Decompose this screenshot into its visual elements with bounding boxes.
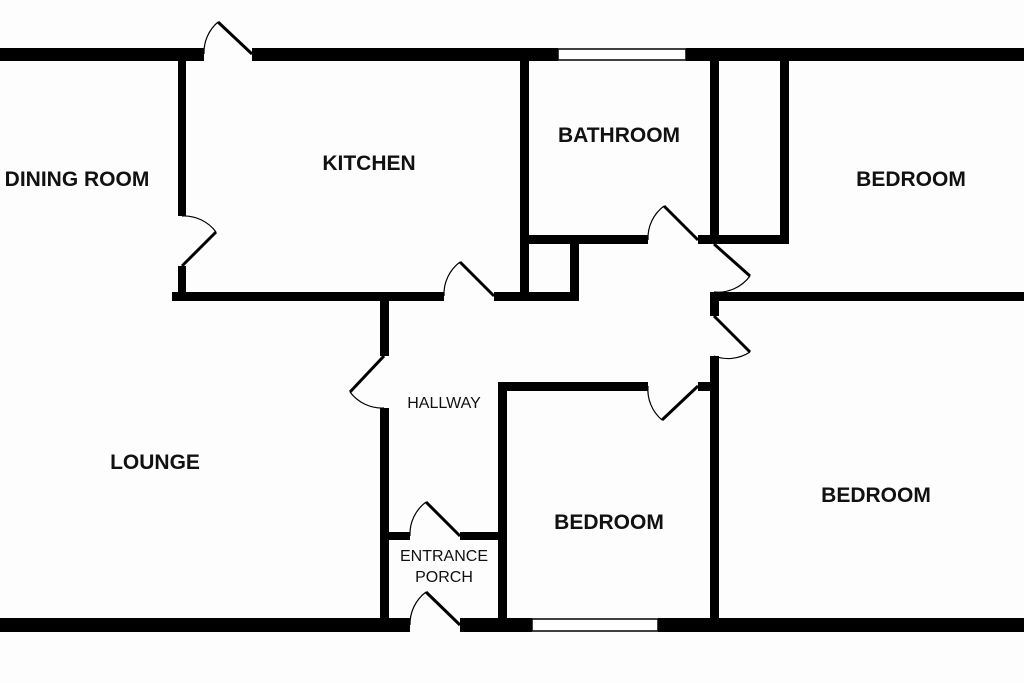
wall-dining-kitchen-upper — [178, 48, 186, 216]
wall-top-right — [686, 48, 1024, 61]
wall-cupboard-right — [570, 235, 579, 301]
wall-bottom-right — [658, 618, 1024, 632]
wall-kitchen-bottom — [172, 292, 444, 301]
wall-bedroom-mid-left — [498, 382, 507, 622]
wall-wardrobe-right — [780, 48, 789, 244]
wall-bottom-left — [0, 618, 410, 632]
wall-bathroom-bottom — [520, 235, 648, 244]
wall-hallway-left-lower — [380, 408, 389, 622]
wall-bedroom-mid-top-right — [698, 382, 718, 391]
window-bathroom — [557, 48, 687, 61]
door-porch-inner — [409, 500, 462, 538]
door-dining-kitchen — [180, 215, 218, 268]
wall-bedroom-mid-top — [498, 382, 648, 391]
label-bathroom: BATHROOM — [558, 124, 680, 147]
label-porch: PORCH — [415, 569, 473, 586]
wall-kitchen-bathroom — [520, 48, 529, 298]
wall-bedroom-divider — [710, 292, 1024, 301]
wall-hallway-left-upper — [380, 298, 389, 356]
wall-porch-top-right — [460, 532, 504, 540]
wall-bedroom-mid-right — [710, 356, 719, 622]
door-bedroom-bottom-right — [712, 314, 752, 360]
door-kitchen-hall — [443, 260, 496, 298]
door-bathroom — [647, 204, 700, 242]
window-bedroom — [531, 618, 659, 632]
wall-top-left — [0, 48, 204, 61]
door-kitchen-external — [203, 20, 254, 56]
label-bedroom-middle: BEDROOM — [554, 511, 664, 534]
door-lounge-hall — [348, 354, 386, 409]
label-entrance: ENTRANCE — [400, 548, 488, 565]
label-lounge: LOUNGE — [110, 451, 200, 474]
wall-bottom-mid — [460, 618, 532, 632]
door-front-entrance — [409, 590, 462, 627]
wall-bedroom-divider-stub — [710, 292, 719, 316]
wall-porch-top-left — [380, 532, 410, 540]
label-dining-room: DINING ROOM — [5, 168, 150, 191]
label-hallway: HALLWAY — [407, 395, 481, 412]
door-bedroom-top-right — [713, 242, 751, 293]
wall-top-mid — [252, 48, 558, 61]
label-bedroom-bottom-right: BEDROOM — [821, 484, 931, 507]
wall-bathroom-right — [710, 48, 719, 244]
door-bedroom-middle — [647, 384, 700, 422]
wall-dining-kitchen-lower — [178, 266, 186, 300]
label-bedroom-top-right: BEDROOM — [856, 168, 966, 191]
wall-bathroom-bottom-right — [698, 235, 788, 244]
wall-kitchen-bottom-right — [494, 292, 578, 301]
label-kitchen: KITCHEN — [322, 152, 415, 175]
